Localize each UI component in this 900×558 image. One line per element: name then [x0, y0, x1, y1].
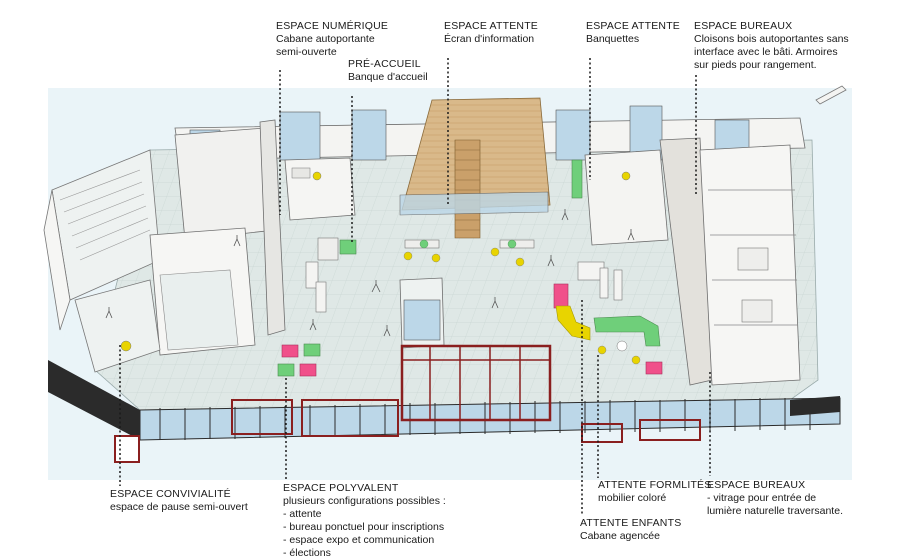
roof-fragment [815, 85, 847, 105]
label-title: ESPACE CONVIVIALITÉ [110, 488, 231, 500]
label-espace-bureaux-bottom: ESPACE BUREAUX - vitrage pour entrée de … [707, 479, 887, 518]
label-title: ESPACE BUREAUX [707, 479, 806, 491]
label-line: Banque d'accueil [348, 71, 428, 83]
label-title: ESPACE ATTENTE [586, 20, 681, 32]
label-line: Cabane autoportante [276, 33, 375, 45]
label-title: ESPACE POLYVALENT [283, 482, 399, 494]
label-line: sur pieds pour rangement. [694, 59, 817, 71]
left-stair-block [43, 149, 161, 331]
central-glass-cube [305, 261, 445, 349]
label-line: - vitrage pour entrée de [707, 492, 817, 504]
label-line: espace de pause semi-ouvert [110, 501, 248, 513]
label-title: ESPACE ATTENTE [444, 20, 539, 32]
list-item: - élections [283, 547, 331, 558]
label-title: ATTENTE FORMLITÉS [598, 479, 712, 491]
waiting-seating [403, 239, 535, 267]
label-line: semi-ouverte [276, 46, 337, 58]
label-espace-attente-ecran: ESPACE ATTENTE Écran d'information [444, 20, 574, 46]
polyvalent-cubes [277, 343, 321, 377]
label-title: ESPACE BUREAUX [694, 20, 793, 32]
leader-lines [119, 58, 711, 515]
label-line: plusieurs configurations possibles : [283, 495, 446, 507]
label-line: interface avec le bâti. Armoires [694, 46, 838, 58]
label-espace-convivialite: ESPACE CONVIVIALITÉ espace de pause semi… [110, 488, 280, 514]
label-espace-polyvalent: ESPACE POLYVALENT plusieurs configuratio… [283, 482, 513, 558]
right-offices [571, 137, 801, 386]
label-title: PRÉ-ACCUEIL [348, 58, 421, 70]
list-item: - espace expo et communication [283, 534, 435, 546]
label-line: Cloisons bois autoportantes sans [694, 33, 849, 45]
numerique-cabane [284, 157, 357, 261]
label-line: mobilier coloré [598, 492, 667, 504]
label-title: ESPACE NUMÉRIQUE [276, 20, 389, 32]
list-item: - attente [283, 508, 322, 520]
front-facade [48, 344, 841, 463]
label-title: ATTENTE ENFANTS [580, 517, 682, 529]
config-list: - attente - bureau ponctuel pour inscrip… [283, 508, 513, 558]
label-line: Cabane agencée [580, 530, 660, 542]
label-espace-attente-banquettes: ESPACE ATTENTE Banquettes [586, 20, 696, 46]
label-attente-enfants: ATTENTE ENFANTS Cabane agencée [580, 517, 720, 543]
label-espace-numerique: ESPACE NUMÉRIQUE Cabane autoportante sem… [276, 20, 426, 59]
label-pre-accueil: PRÉ-ACCUEIL Banque d'accueil [348, 58, 478, 84]
label-espace-bureaux-top: ESPACE BUREAUX Cloisons bois autoportant… [694, 20, 894, 72]
label-attente-formalites: ATTENTE FORMLITÉS mobilier coloré [598, 479, 738, 505]
people-figures [105, 209, 635, 337]
left-rooms [74, 119, 286, 373]
central-wood-stair [399, 97, 551, 239]
list-item: - bureau ponctuel pour inscriptions [283, 521, 445, 533]
label-line: Écran d'information [444, 33, 535, 45]
label-line: lumière naturelle traversante. [707, 505, 843, 517]
label-line: Banquettes [586, 33, 640, 45]
